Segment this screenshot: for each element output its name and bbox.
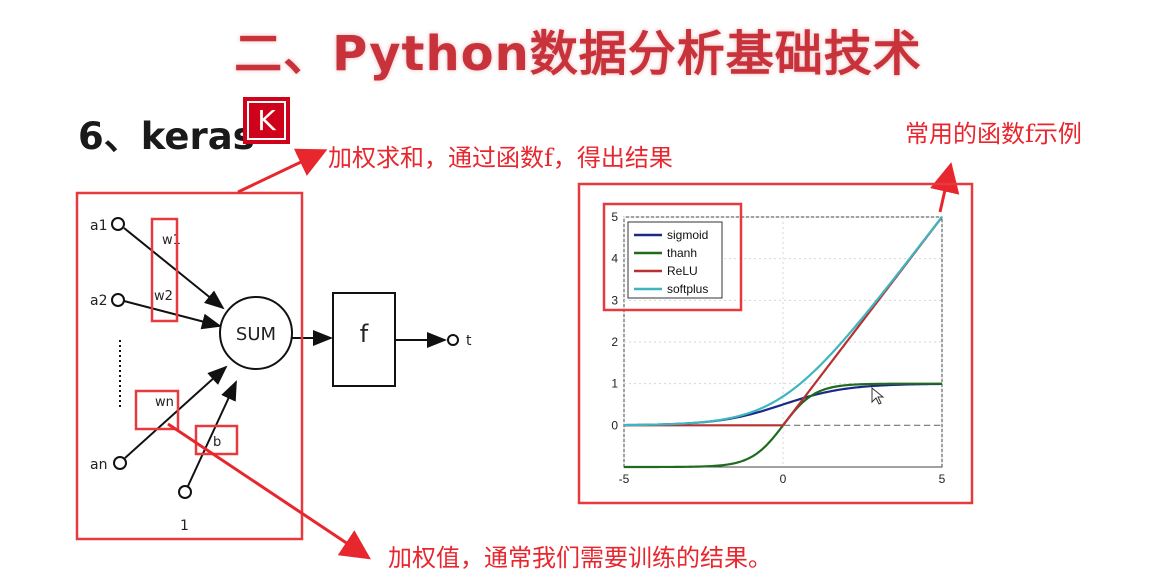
y-tick-label: 1 [611,377,618,391]
sum-annotation-arrow [237,148,328,194]
function-annotation: 常用的函数f示例 [905,120,1082,148]
y-tick-label: 0 [611,418,618,432]
x-tick-label: -5 [619,472,630,486]
weight-annotation-arrow [167,422,371,560]
wn-highlight-box [134,389,180,431]
y-tick-labels: 0 1 2 3 4 5 [611,210,618,432]
input-node-a2 [111,293,125,307]
function-annotation-arrow [930,162,960,213]
y-tick-label: 5 [611,210,618,224]
legend-label: softplus [667,282,708,296]
page-title: 二、Python数据分析基础技术 [234,26,922,82]
y-tick-label: 3 [611,293,618,307]
y-tick-label: 4 [611,252,618,266]
legend-label: sigmoid [667,228,708,242]
edge-bias-sum [187,380,237,487]
weights-highlight-box [150,217,179,323]
sum-annotation: 加权求和，通过函数f，得出结果 [328,144,673,172]
x-tick-label: 5 [939,472,946,486]
y-tick-label: 2 [611,335,618,349]
sum-label: SUM [236,324,276,345]
keras-logo: K [243,97,290,144]
input-label-a2: a2 [90,293,108,309]
bias-node [178,485,192,499]
legend-label: ReLU [667,264,698,278]
sum-node [219,296,293,370]
input-node-an [113,456,127,470]
legend-highlight-box [602,202,743,312]
diagram-highlight-box [75,191,304,541]
function-label: f [360,320,369,348]
input-label-a1: a1 [90,218,108,234]
bias-label: b [213,435,221,450]
weight-annotation: 加权值，通常我们需要训练的结果。 [388,544,772,572]
input-node-a1 [111,217,125,231]
series-line-softplus [623,216,943,427]
chart-highlight-box [577,182,974,505]
bias-highlight-box [194,424,239,456]
output-label: t [466,333,472,349]
series-layer [623,216,943,469]
edge-a1-sum [123,227,225,310]
edge-an-sum [124,365,228,459]
weight-label-wn: wn [155,395,174,410]
output-node [447,334,459,346]
input-label-an: an [90,457,107,473]
x-tick-label: 0 [780,472,787,486]
x-tick-labels: -5 0 5 [619,472,946,486]
edge-a2-sum [123,300,222,330]
section-subtitle: 6、keras [78,115,255,158]
bias-input-label: 1 [180,518,189,534]
legend-label: thanh [667,246,697,260]
weight-label-w2: w2 [154,289,173,304]
mouse-cursor-icon [871,386,885,405]
